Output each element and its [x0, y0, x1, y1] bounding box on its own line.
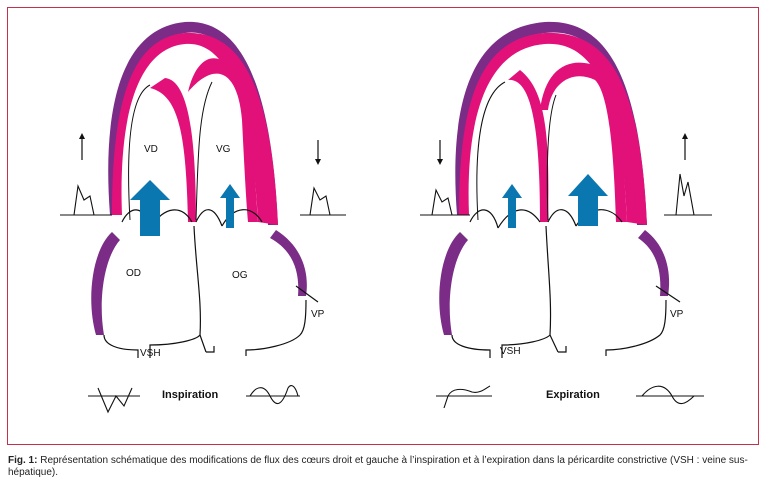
label-vsh: VSH — [140, 348, 161, 359]
mitral-flow-waveform — [300, 186, 346, 216]
label-vp: VP — [670, 309, 684, 320]
left-atrium-outline — [199, 285, 319, 356]
mitral-valve — [195, 209, 263, 227]
rv-flow-arrow-small — [502, 184, 522, 228]
myocardium-lv-inner — [540, 62, 627, 222]
figure-frame — [7, 7, 759, 445]
pericardium-atrium-right — [439, 232, 468, 335]
label-od: OD — [126, 268, 141, 279]
label-vd: VD — [144, 144, 158, 155]
pulmonary-vein-waveform — [246, 385, 300, 405]
myocardium-lv-inner — [188, 58, 258, 222]
panel-expiration: VP VSH Expiration — [420, 21, 712, 409]
tricuspid-flow-waveform — [420, 188, 470, 216]
figure-caption: Fig. 1: Représentation schématique des m… — [8, 455, 763, 479]
tricuspid-valve — [469, 209, 541, 229]
rv-flow-arrow-large — [130, 180, 170, 236]
myocardium-septum — [508, 70, 549, 222]
myocardium-septum — [150, 78, 196, 222]
lv-flow-arrow-large — [568, 174, 608, 226]
hepatic-vein-waveform — [436, 385, 492, 409]
label-inspiration: Inspiration — [162, 389, 219, 401]
mitral-flow-waveform — [664, 173, 712, 216]
label-vsh: VSH — [500, 346, 521, 357]
label-vg: VG — [216, 144, 231, 155]
lv-cavity-line — [195, 81, 213, 221]
label-vp: VP — [311, 309, 325, 320]
tricuspid-flow-waveform — [60, 183, 112, 216]
rv-cavity-line — [128, 84, 151, 221]
pericardium-atrium-left — [638, 230, 670, 296]
myocardium-rv-wall — [459, 32, 647, 225]
label-og: OG — [232, 270, 248, 281]
pericardium-atrium-right — [91, 232, 120, 335]
panel-inspiration: VD VG OD OG VP VSH Inspiration — [60, 21, 346, 414]
lv-cavity-line — [546, 94, 557, 221]
right-atrium-outline — [103, 225, 201, 358]
right-atrium-outline — [451, 225, 552, 358]
left-atrium-outline — [549, 285, 681, 356]
pericardium-atrium-left — [270, 230, 307, 296]
heart-flow-diagram: VD VG OD OG VP VSH Inspiration VP VSH Ex… — [60, 21, 712, 414]
caption-text: Représentation schématique des modificat… — [8, 455, 748, 478]
label-expiration: Expiration — [546, 389, 600, 401]
rv-cavity-line — [476, 81, 506, 221]
pulmonary-vein-waveform — [636, 385, 704, 405]
caption-figure-number: Fig. 1: — [8, 455, 38, 466]
hepatic-vein-waveform — [88, 387, 140, 414]
lv-flow-arrow-small — [220, 184, 240, 228]
